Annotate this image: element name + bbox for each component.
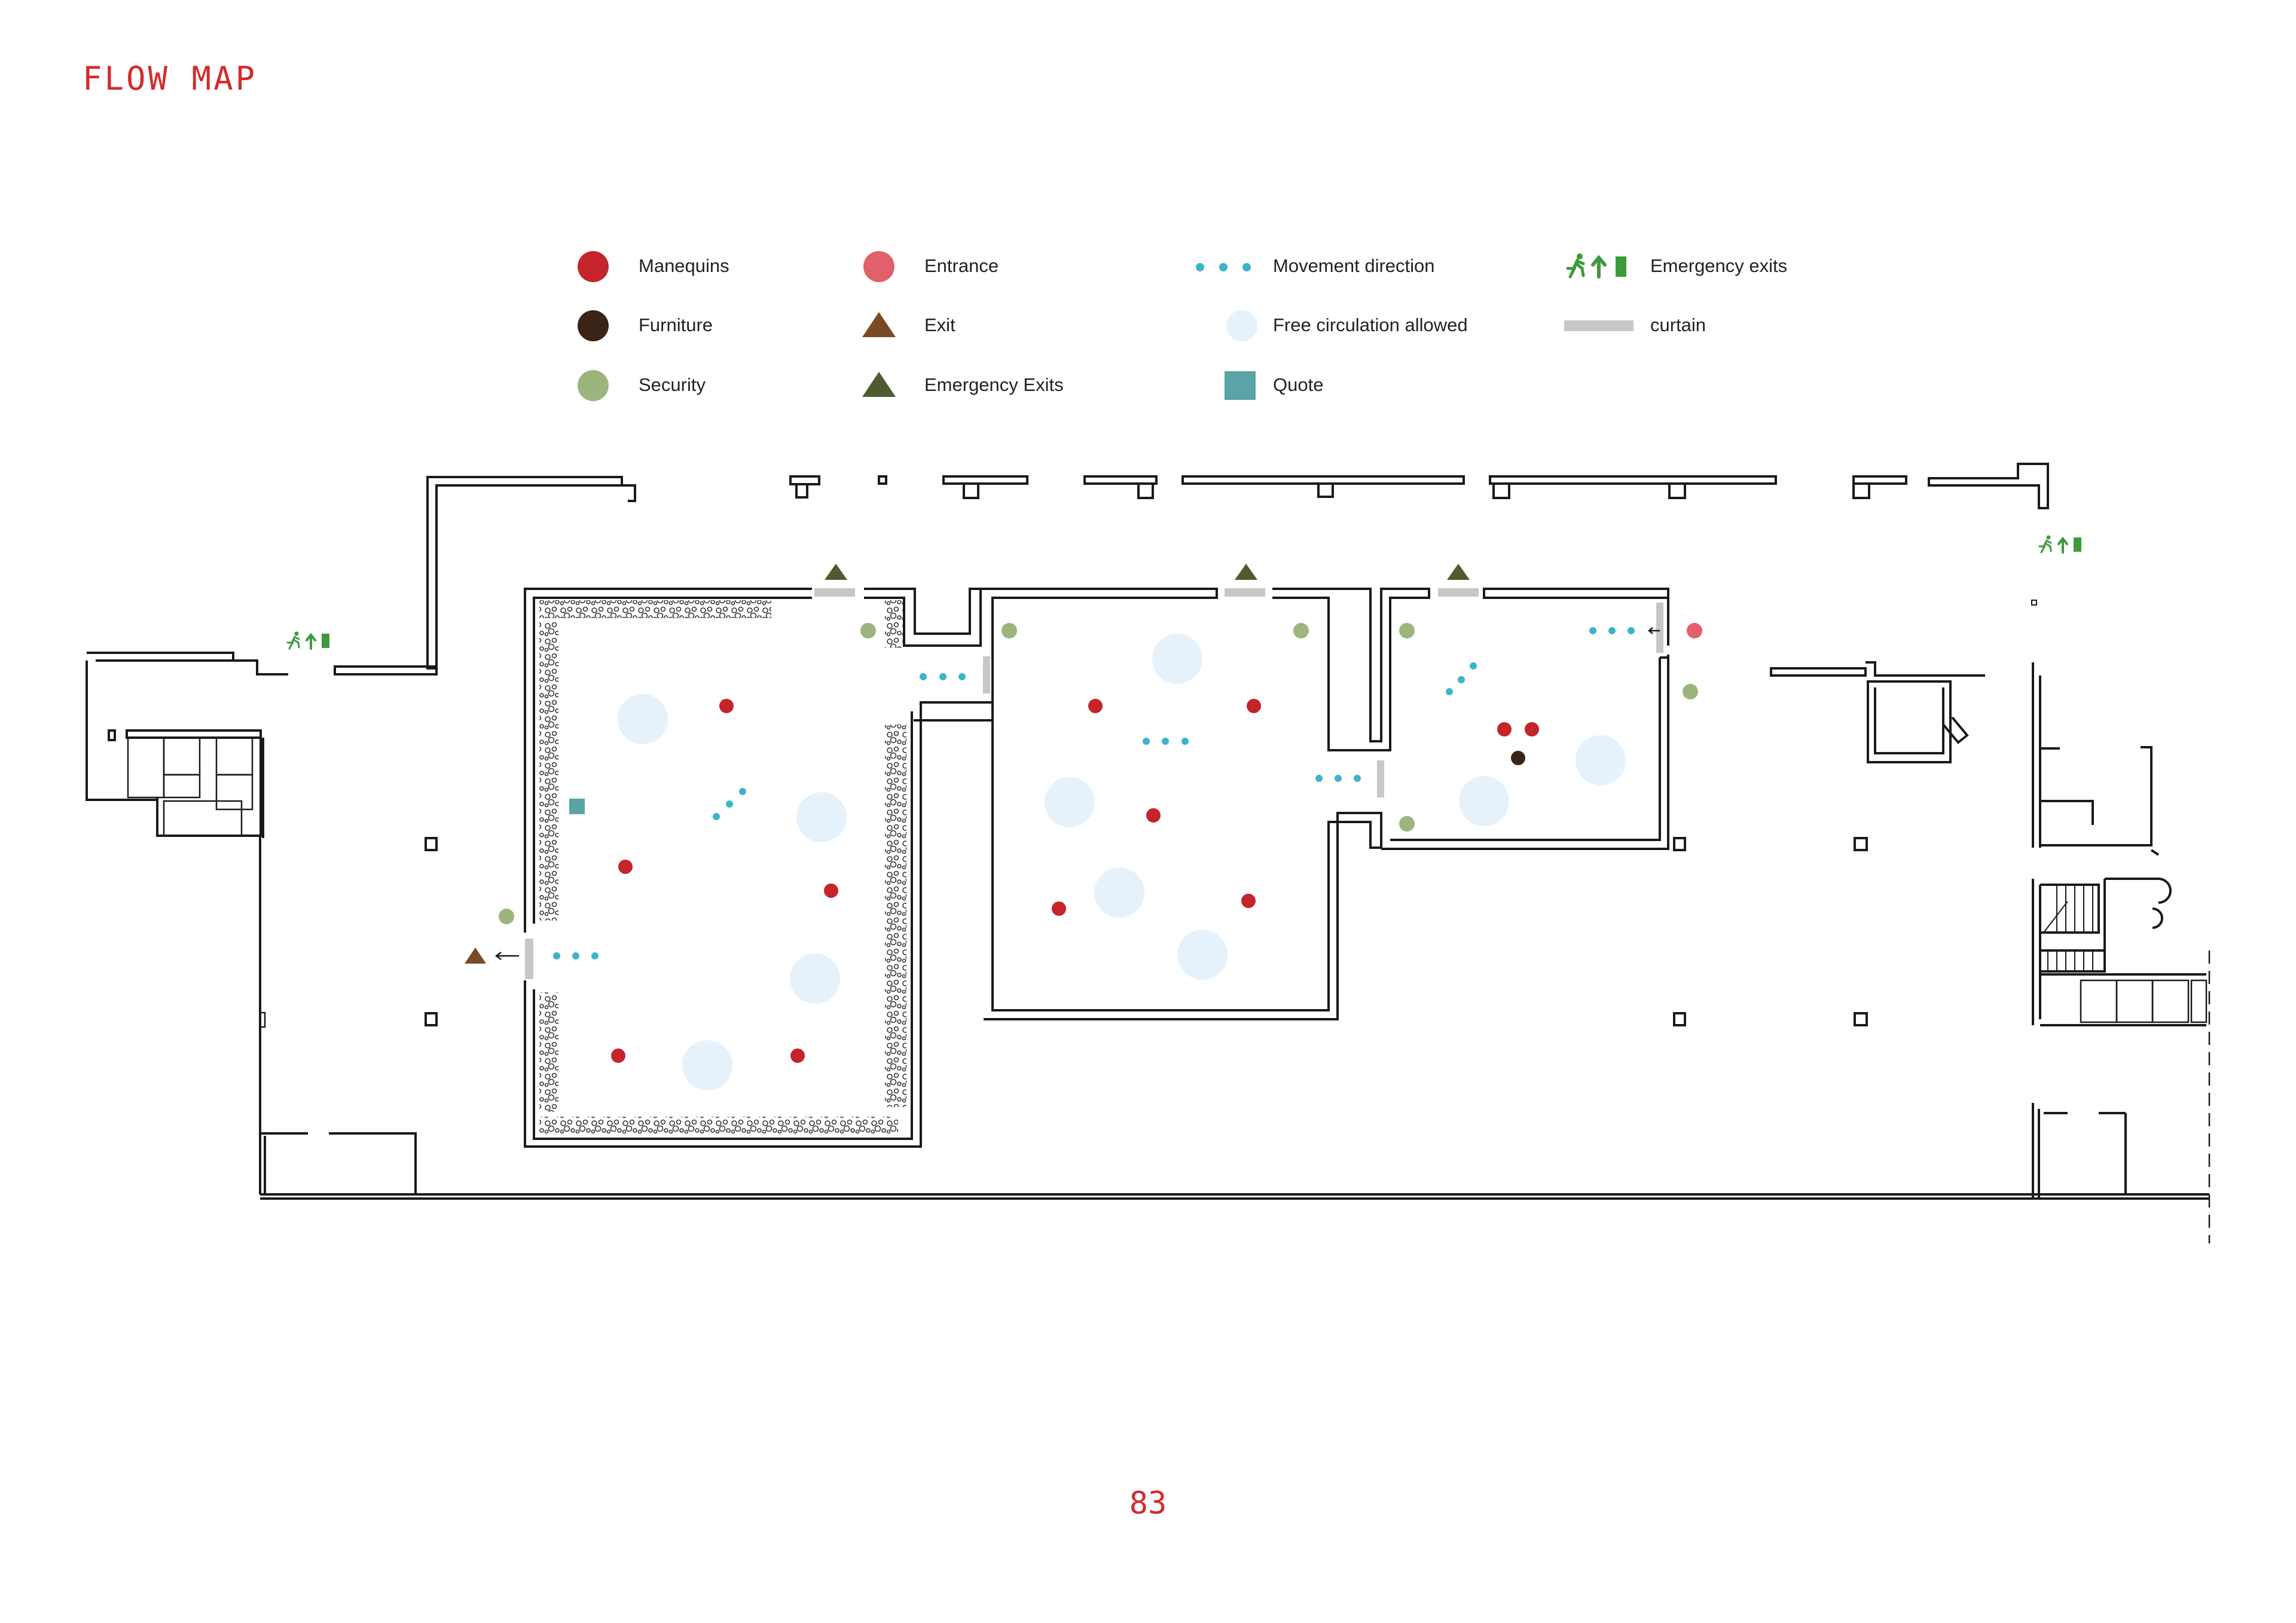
free-circulation-icon [1193, 307, 1273, 343]
page-number: 83 [1129, 1486, 1167, 1521]
hedges [539, 600, 906, 1135]
security-guards [499, 623, 1698, 924]
exit-triangle-icon [860, 307, 926, 343]
legend-label: Entrance [924, 255, 999, 276]
legend-label: Emergency exits [1650, 255, 1788, 276]
legend-item-curtain: curtain [1562, 307, 1706, 343]
quote-square-icon [1193, 367, 1273, 403]
movement-dots-icon [1193, 248, 1273, 284]
legend-item-security: Security [574, 367, 706, 403]
security-dot-icon [574, 367, 640, 403]
legend-label: Manequins [639, 255, 729, 276]
entrance-dot-icon [860, 248, 926, 284]
room-2-walls [981, 588, 1430, 1020]
movement-direction [553, 627, 1635, 959]
legend-label: Security [639, 374, 706, 395]
legend-item-quote: Quote [1193, 367, 1323, 403]
quote-marker [569, 799, 585, 814]
room-1-walls [524, 588, 994, 1148]
legend-label: curtain [1650, 314, 1706, 335]
legend-label: Furniture [639, 314, 713, 335]
legend-label: Emergency Exits [924, 374, 1064, 395]
emergency-exit-markers [825, 564, 1470, 580]
emergency-exit-sign-left [286, 631, 329, 650]
legend-item-manequins: Manequins [574, 248, 729, 284]
furniture-dot-icon [574, 307, 640, 343]
room-3-walls [1381, 588, 1669, 850]
legend-item-entrance: Entrance [860, 248, 999, 284]
legend-item-furniture: Furniture [574, 307, 713, 343]
manequin-dot-icon [574, 248, 640, 284]
legend-item-free-circulation: Free circulation allowed [1193, 307, 1468, 343]
exit-marker [465, 947, 486, 964]
entrance-marker [1687, 623, 1702, 638]
emergency-exit-sign-right [2038, 535, 2081, 554]
legend-item-emergency-exits: Emergency Exits [860, 367, 1064, 403]
emergency-exit-triangle-icon [860, 367, 926, 403]
furniture-piece [1511, 751, 1525, 765]
manequins [611, 699, 1539, 1063]
legend-item-movement: Movement direction [1193, 248, 1435, 284]
page-title: FLOW MAP [83, 60, 258, 97]
legend-label: Exit [924, 314, 955, 335]
curtain-bar-icon [1562, 307, 1650, 343]
legend: Manequins Furniture Security Entrance Ex… [0, 0, 2296, 418]
legend-item-emergency-sign: Emergency exits [1562, 248, 1787, 284]
legend-label: Free circulation allowed [1273, 314, 1468, 335]
legend-label: Quote [1273, 374, 1324, 395]
direction-arrows [494, 627, 1660, 960]
legend-label: Movement direction [1273, 255, 1435, 276]
curtains [525, 588, 1663, 979]
free-circulation-zones [618, 634, 1626, 1090]
legend-item-exit: Exit [860, 307, 955, 343]
building-walls [86, 463, 2210, 1243]
running-man-icon [1562, 248, 1650, 284]
